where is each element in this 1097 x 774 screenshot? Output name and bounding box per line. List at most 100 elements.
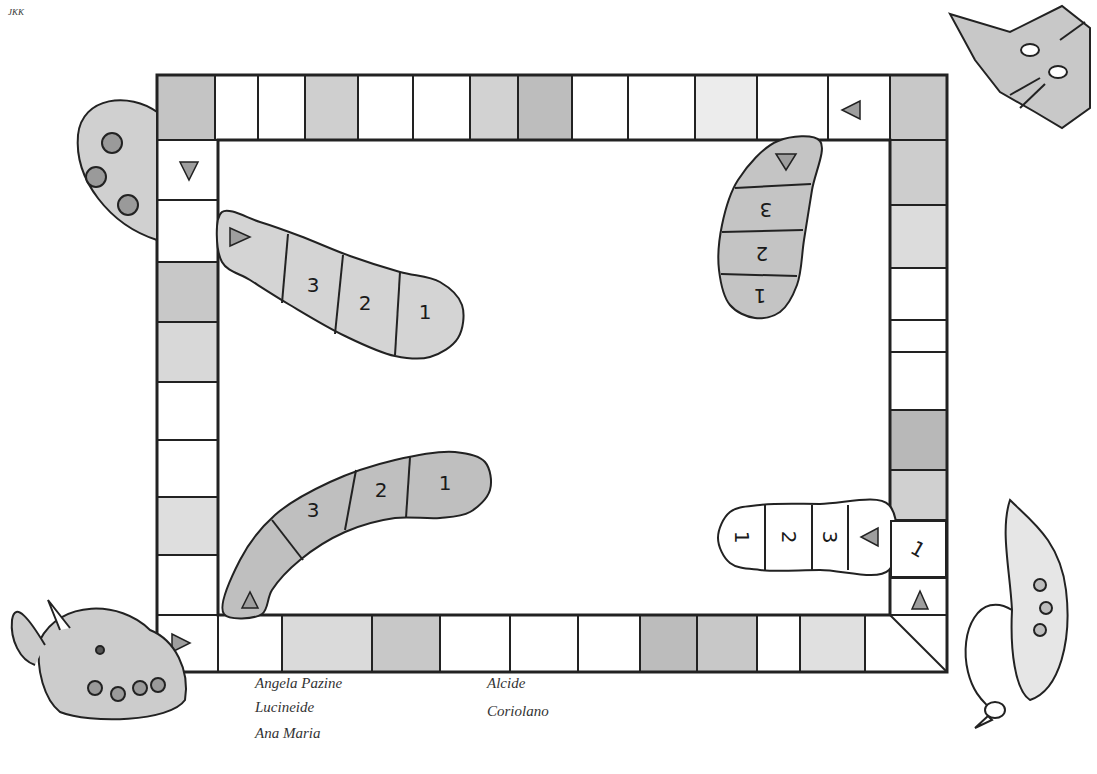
space-number: 3 — [307, 275, 320, 295]
swan-dot — [1034, 579, 1046, 591]
elephant-trunk — [12, 612, 45, 665]
track-cell — [470, 75, 518, 140]
space-number: 1 — [419, 302, 432, 322]
elephant-figure — [12, 600, 186, 719]
segment-divider — [847, 505, 849, 570]
snake-head-marker — [242, 592, 258, 608]
elephant-tusk — [48, 600, 70, 630]
player-name: Coriolano — [487, 704, 549, 719]
space-number: 1 — [439, 473, 452, 493]
track-cell — [865, 615, 947, 672]
cat-head — [950, 6, 1090, 128]
track-cell — [890, 205, 947, 268]
track-cell — [157, 497, 218, 555]
segment-divider — [406, 457, 410, 518]
player-name: Lucineide — [255, 700, 314, 715]
track-cell — [890, 470, 947, 520]
track-cell — [518, 75, 572, 140]
snake-head-marker — [861, 528, 878, 546]
track-cell — [258, 75, 305, 140]
heart-dot — [86, 167, 106, 187]
space-number: 2 — [359, 293, 372, 313]
segment-divider — [272, 520, 303, 560]
snake-body — [217, 211, 464, 359]
track-cell — [215, 75, 258, 140]
segment-divider — [764, 505, 766, 570]
track-cell — [372, 615, 440, 672]
space-number: 2 — [756, 244, 769, 264]
track-cell — [695, 75, 757, 140]
track-cell — [757, 75, 828, 140]
player-name: Angela Pazine — [255, 676, 342, 691]
track-cell — [697, 615, 757, 672]
track-cell — [510, 615, 578, 672]
swan-figure — [966, 500, 1068, 728]
track-cell — [157, 262, 218, 322]
track-cell — [157, 555, 218, 615]
segment-divider — [282, 234, 288, 303]
track-cell — [757, 615, 800, 672]
space-number: 3 — [307, 500, 320, 520]
track-cell — [157, 440, 218, 497]
node-outline — [714, 138, 824, 322]
track-cell — [218, 615, 282, 672]
snake-head-marker — [776, 154, 796, 170]
space-number: 1 — [732, 531, 752, 544]
board-track — [157, 75, 947, 672]
track-cell: 1 — [890, 520, 947, 578]
triangle-marker — [842, 101, 860, 119]
triangle-marker — [180, 162, 198, 180]
snake-body — [718, 500, 897, 575]
player-name: Ana Maria — [255, 726, 320, 741]
segment-divider — [721, 274, 797, 276]
snake-path: 1 2 3 — [216, 203, 468, 365]
space-number: 1 — [754, 286, 767, 306]
track-cell — [890, 320, 947, 352]
segment-divider — [811, 505, 813, 570]
segment-divider — [335, 255, 343, 334]
track-cell — [890, 268, 947, 320]
segment-divider — [722, 230, 803, 232]
snake-path: 1 2 3 — [714, 138, 824, 322]
track-cell — [800, 615, 865, 672]
cell-border — [891, 521, 946, 577]
segment-divider — [345, 470, 356, 530]
track-cell — [578, 615, 640, 672]
track-cell — [157, 140, 218, 200]
track-cell — [440, 615, 510, 672]
arrow-markers — [172, 101, 928, 652]
snake-body — [718, 136, 822, 318]
elephant-dot — [111, 687, 125, 701]
track-cell — [640, 615, 697, 672]
track-cell — [628, 75, 695, 140]
cat-eye — [1049, 66, 1067, 78]
elephant-eye — [96, 646, 104, 654]
track-cell — [828, 75, 890, 140]
cat-whisker — [1060, 22, 1085, 40]
track-cell — [572, 75, 628, 140]
track-cell — [890, 75, 947, 140]
heart-outline — [78, 100, 157, 240]
track-cell — [358, 75, 413, 140]
snake-path: 123 — [714, 500, 890, 574]
track-cell — [890, 578, 947, 615]
board-outer-border — [157, 75, 947, 672]
node-outline — [218, 446, 494, 618]
heart-dot — [102, 133, 122, 153]
track-cell — [157, 322, 218, 382]
track-cell — [890, 140, 947, 205]
triangle-marker — [912, 591, 928, 609]
swan-dot — [1034, 624, 1046, 636]
swan-beak — [975, 716, 992, 728]
swan-neck — [966, 605, 1012, 712]
track-cell — [305, 75, 358, 140]
space-number: 3 — [760, 200, 773, 220]
snake-body — [222, 452, 491, 619]
snake-path: 123 — [218, 446, 494, 618]
corner-mark: JKK — [8, 8, 24, 17]
player-name: Alcide — [487, 676, 525, 691]
heart-figure — [78, 100, 157, 240]
track-cell — [157, 75, 215, 140]
